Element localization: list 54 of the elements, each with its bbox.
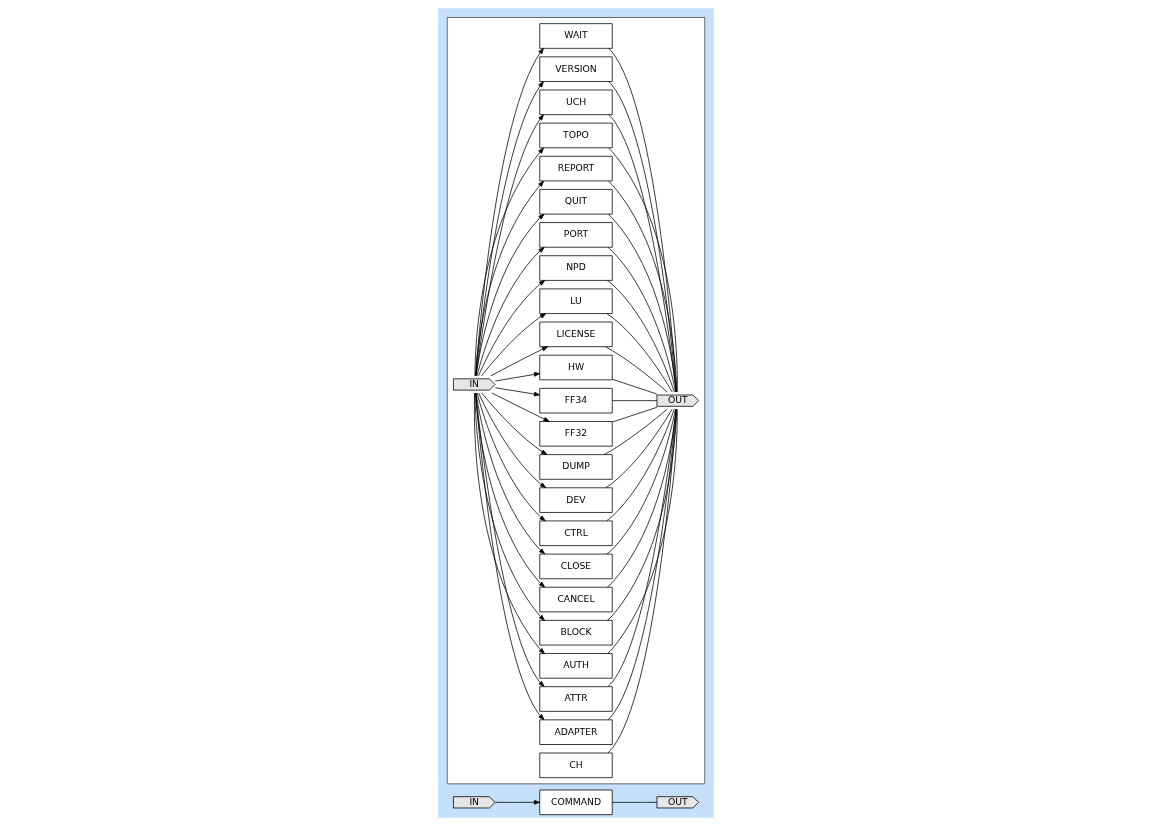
connector (612, 406, 658, 423)
connector (607, 213, 677, 393)
node-box: CANCEL (539, 586, 613, 613)
node-box: DEV (539, 487, 613, 513)
node-box: TOPO (539, 122, 613, 149)
node-box: QUIT (539, 189, 613, 215)
arrow (475, 392, 546, 555)
node-box: DUMP (539, 454, 613, 480)
arrow (476, 392, 546, 522)
node-box: NPD (539, 255, 613, 281)
node-box: LICENSE (539, 321, 613, 348)
connector (605, 408, 673, 489)
arrow (475, 392, 545, 588)
node-box: FF32 (539, 421, 613, 447)
arrow (475, 213, 545, 377)
arrow (478, 280, 546, 377)
node-box: ATTR (539, 686, 613, 712)
node-box: BLOCK (539, 620, 613, 646)
node-box: COMMAND (539, 789, 613, 816)
node-box: REPORT (539, 155, 613, 182)
connector (606, 408, 676, 555)
connector (606, 313, 673, 393)
connector (606, 408, 677, 588)
node-box: ADAPTER (539, 719, 613, 745)
arrow (475, 180, 544, 377)
arrow (490, 346, 549, 377)
connector (606, 409, 675, 522)
arrow (491, 392, 550, 422)
node-box: CTRL (539, 520, 613, 546)
connector (603, 408, 668, 455)
arrow (481, 313, 547, 377)
arrow (476, 247, 545, 377)
arrow (494, 372, 541, 382)
node-box: UCH (539, 89, 613, 116)
connector (607, 280, 675, 393)
node-box: CH (539, 752, 613, 779)
node-box: WAIT (539, 23, 613, 49)
node-box: CLOSE (539, 553, 613, 580)
connector (612, 801, 658, 803)
connector (605, 346, 668, 393)
node-box: LU (539, 288, 613, 314)
arrow (481, 392, 548, 455)
arrow (494, 800, 541, 805)
connector (612, 378, 658, 395)
node-box: HW (539, 354, 613, 381)
connector (612, 400, 658, 402)
connector (607, 246, 676, 393)
arrow (478, 392, 547, 489)
node-box: PORT (539, 222, 613, 248)
arrow (494, 387, 541, 397)
node-box: AUTH (539, 653, 613, 679)
node-box: VERSION (539, 56, 613, 82)
cluster (446, 17, 706, 785)
node-box: FF34 (539, 387, 613, 414)
